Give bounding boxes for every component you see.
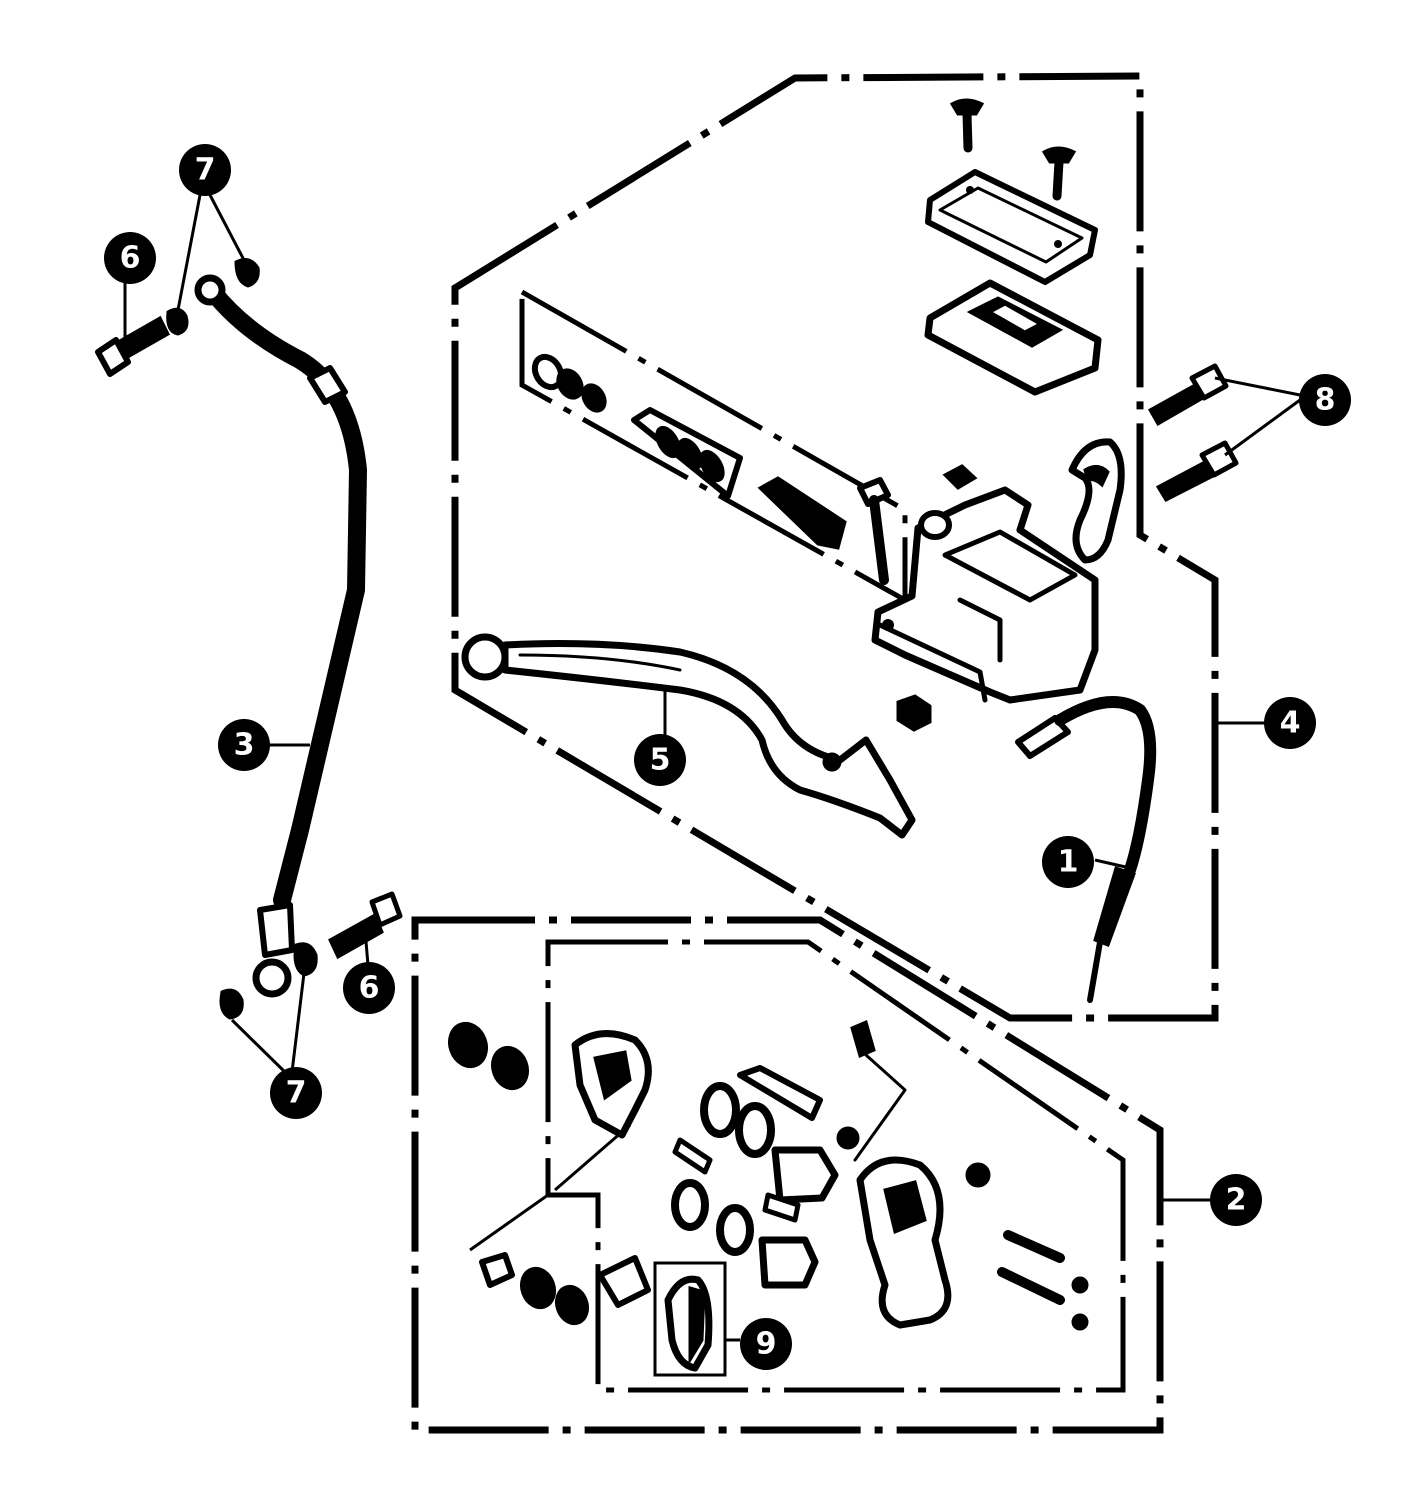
callout-6-lower: 6 xyxy=(343,962,395,1014)
banjo-bolt-lower xyxy=(328,891,403,960)
svg-text:5: 5 xyxy=(650,743,671,778)
svg-text:2: 2 xyxy=(1226,1183,1247,1218)
leader-1 xyxy=(1094,858,1131,870)
callout-7-upper: 7 xyxy=(179,144,231,196)
caliper-inner-frame xyxy=(545,939,1126,1393)
master-cylinder-body xyxy=(871,464,1099,704)
brake-hose xyxy=(194,274,367,998)
callout-9: 9 xyxy=(740,1318,792,1370)
piston-seal-set xyxy=(531,353,847,550)
pad-frame xyxy=(653,1261,727,1377)
clamp-bolt-upper xyxy=(1147,363,1229,427)
svg-text:8: 8 xyxy=(1315,383,1336,418)
sealing-washer-lower-1 xyxy=(293,942,318,977)
brake-pads xyxy=(664,1275,713,1372)
caliper-lower-seals xyxy=(479,1252,590,1326)
caliper-group-frame xyxy=(411,916,1164,1434)
caliper-body xyxy=(856,1156,991,1329)
brake-light-switch xyxy=(1015,696,1157,1003)
leader-caliper-kit xyxy=(469,1193,549,1252)
pad-pins xyxy=(997,1230,1089,1331)
caliper-pistons xyxy=(671,1065,860,1289)
callout-8: 8 xyxy=(1299,374,1351,426)
reservoir-screw-2 xyxy=(1041,146,1077,201)
callout-7-lower: 7 xyxy=(270,1067,322,1119)
reservoir-screw-1 xyxy=(949,98,985,153)
callout-2: 2 xyxy=(1210,1174,1262,1226)
leader-8 xyxy=(1214,376,1301,457)
brake-lever xyxy=(461,633,916,839)
pad-spring xyxy=(597,1255,651,1308)
caliper-bracket xyxy=(571,1030,652,1139)
clamp-bolt-lower xyxy=(1155,440,1239,502)
leader-6b xyxy=(363,929,370,966)
callout-4: 4 xyxy=(1264,697,1316,749)
leader-caliper-bracket xyxy=(554,1123,631,1192)
reservoir-diaphragm xyxy=(924,279,1102,396)
sealing-washer-lower-2 xyxy=(219,988,244,1020)
callout-3: 3 xyxy=(218,719,270,771)
caliper-seal-kit xyxy=(447,1021,530,1091)
banjo-bolt-upper xyxy=(95,315,170,377)
sealing-washer-upper-1 xyxy=(166,307,189,336)
sealing-washer-upper-2 xyxy=(234,258,260,288)
leader-7a xyxy=(176,194,247,311)
master-cylinder-group-frame xyxy=(451,72,1219,1022)
lever-nut xyxy=(896,694,932,732)
caliper-bleeder xyxy=(850,1019,907,1162)
svg-text:7: 7 xyxy=(286,1076,307,1111)
svg-text:9: 9 xyxy=(756,1327,777,1362)
svg-text:1: 1 xyxy=(1058,845,1079,880)
svg-text:6: 6 xyxy=(359,971,380,1006)
leader-7b xyxy=(230,964,307,1077)
svg-text:7: 7 xyxy=(195,153,216,188)
svg-text:3: 3 xyxy=(234,728,255,763)
svg-text:6: 6 xyxy=(120,241,141,276)
callout-1: 1 xyxy=(1042,836,1094,888)
callout-5: 5 xyxy=(634,734,686,786)
reservoir-cap xyxy=(925,169,1098,285)
svg-text:4: 4 xyxy=(1280,706,1301,741)
callout-6-upper: 6 xyxy=(104,232,156,284)
lever-pivot-bolt xyxy=(857,477,891,585)
handlebar-clamp xyxy=(1068,438,1125,564)
